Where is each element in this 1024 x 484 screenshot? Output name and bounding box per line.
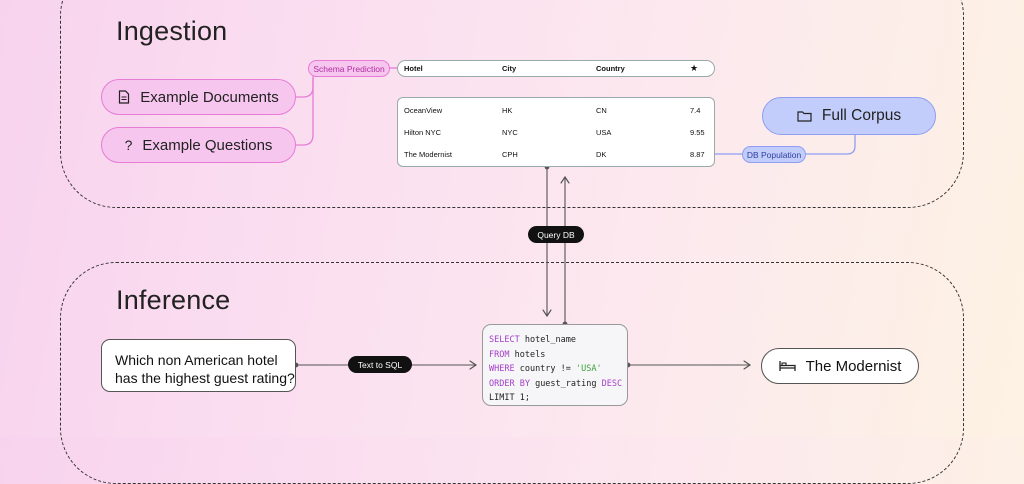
text-to-sql-label: Text to SQL — [348, 356, 412, 373]
schema-header-bar: Hotel City Country ★ — [397, 60, 715, 77]
document-icon — [118, 90, 130, 104]
sql-line-5: LIMIT 1; — [489, 393, 530, 403]
answer-node: The Modernist — [761, 348, 919, 384]
row3-city: CPH — [502, 150, 518, 159]
example-documents-label: Example Documents — [140, 88, 279, 106]
example-questions-node: ? Example Questions — [101, 127, 296, 163]
question-line-2: has the highest guest rating? — [115, 370, 295, 386]
row1-hotel: OceanView — [404, 106, 443, 115]
schema-col-city: City — [502, 64, 517, 73]
query-db-label: Query DB — [528, 226, 584, 243]
bed-icon — [778, 360, 796, 372]
ingestion-title: Ingestion — [116, 16, 228, 46]
question-line-1: Which non American hotel — [115, 352, 278, 368]
sql-query-box: SELECT hotel_name FROM hotels WHERE coun… — [482, 324, 628, 406]
folder-icon — [797, 110, 812, 122]
question-icon: ? — [124, 137, 133, 153]
row3-hotel: The Modernist — [404, 150, 452, 159]
row1-country: CN — [596, 106, 607, 115]
schema-col-country: Country — [596, 64, 625, 73]
full-corpus-node: Full Corpus — [762, 97, 936, 135]
row1-city: HK — [502, 106, 513, 115]
db-population-label: DB Population — [742, 146, 806, 163]
row1-rating: 7.4 — [690, 106, 701, 115]
row2-rating: 9.55 — [690, 128, 705, 137]
example-questions-label: Example Questions — [142, 136, 273, 154]
row2-country: USA — [596, 128, 612, 137]
answer-label: The Modernist — [805, 357, 902, 375]
row2-hotel: Hilton NYC — [404, 128, 442, 137]
row3-country: DK — [596, 150, 607, 159]
row3-rating: 8.87 — [690, 150, 705, 159]
inference-title: Inference — [116, 285, 231, 315]
ingestion-section — [60, 0, 964, 208]
user-question-card: Which non American hotel has the highest… — [101, 339, 296, 392]
schema-prediction-label: Schema Prediction — [308, 60, 390, 77]
sql-line-3: WHERE country != 'USA' — [489, 364, 602, 374]
hotel-db-table: OceanView HK CN 7.4 Hilton NYC NYC USA 9… — [397, 97, 715, 167]
schema-col-rating-star: ★ — [690, 63, 699, 73]
sql-line-2: FROM hotels — [489, 349, 546, 360]
sql-line-1: SELECT hotel_name — [489, 335, 577, 345]
full-corpus-label: Full Corpus — [821, 107, 902, 124]
sql-line-4: ORDER BY guest_rating DESC — [489, 378, 623, 389]
schema-col-hotel: Hotel — [404, 64, 423, 73]
row2-city: NYC — [502, 128, 518, 137]
example-documents-node: Example Documents — [101, 79, 296, 115]
